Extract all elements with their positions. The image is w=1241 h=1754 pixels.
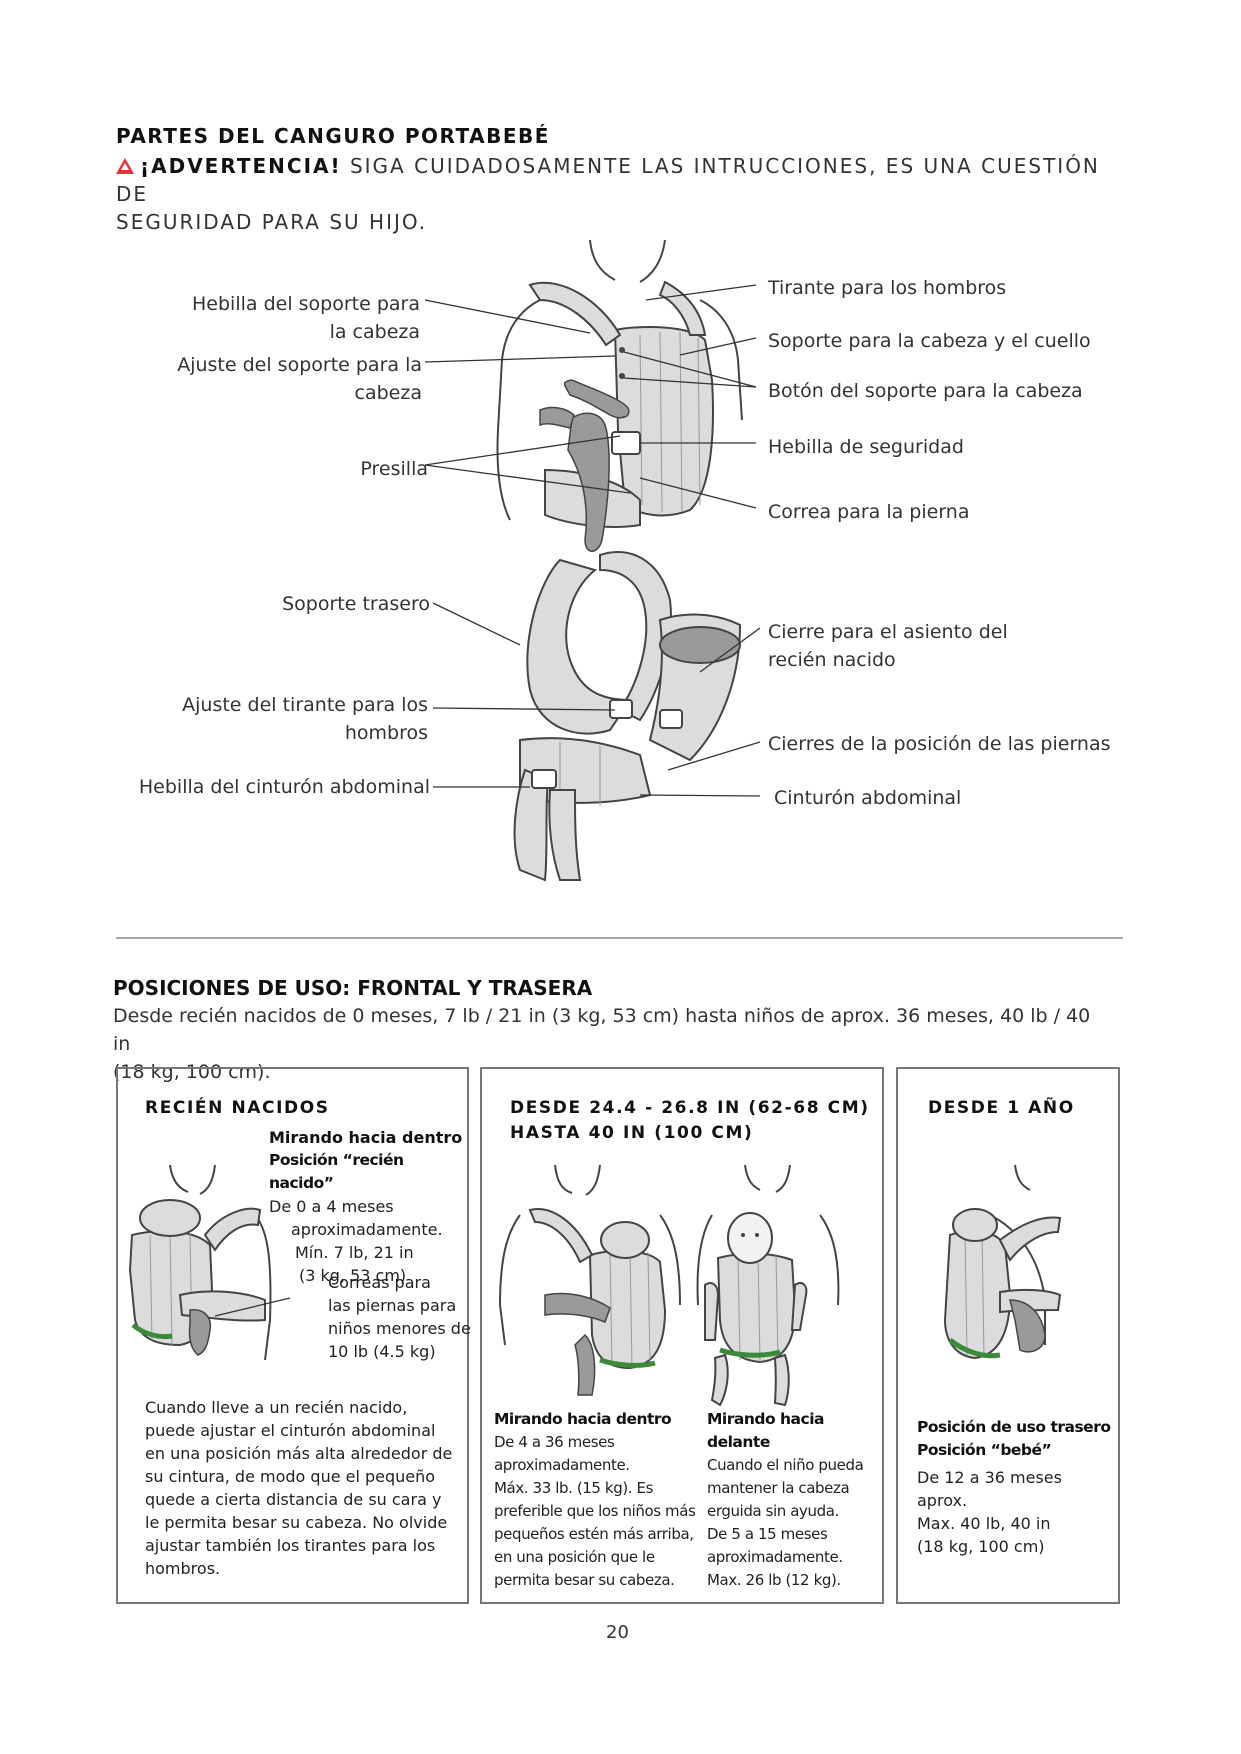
label-head-adjust: Ajuste del soporte para la cabeza <box>177 354 422 404</box>
newborn-legstraps: Correas para las piernas para niños meno… <box>328 1273 471 1361</box>
label-shoulder-strap: Tirante para los hombros <box>768 277 1007 299</box>
box-newborn-heading: RECIÉN NACIDOS <box>145 1098 330 1118</box>
label-loop: Presilla <box>360 458 428 480</box>
label-newborn-seat: Cierre para el asiento del recién nacido <box>768 621 1008 671</box>
parts-title: PARTES DEL CANGURO PORTABEBÉ <box>116 124 550 148</box>
label-back-support: Soporte trasero <box>282 593 430 615</box>
label-waist-buckle: Hebilla del cinturón abdominal <box>138 776 430 798</box>
year-info: Posición de uso trasero Posición “bebé” … <box>917 1418 1111 1556</box>
box-middle <box>480 1067 884 1604</box>
positions-title: POSICIONES DE USO: FRONTAL Y TRASERA <box>113 976 593 1000</box>
middle-inward: Mirando hacia dentro De 4 a 36 meses apr… <box>494 1410 696 1589</box>
label-safety-buckle: Hebilla de seguridad <box>768 436 964 458</box>
newborn-facing: Mirando hacia dentro <box>269 1128 463 1147</box>
label-shoulder-adjust: Ajuste del tirante para los hombros <box>182 694 428 744</box>
warning-strong: ¡ADVERTENCIA! <box>140 154 342 178</box>
label-leg-position: Cierres de la posición de las piernas <box>768 733 1111 755</box>
newborn-note: Cuando lleve a un recién nacido, puede a… <box>145 1398 453 1578</box>
box-year <box>896 1067 1120 1604</box>
newborn-position: Posición “recién nacido” <box>269 1151 404 1192</box>
box-newborn <box>116 1067 469 1604</box>
box-newborn-info: Mirando hacia dentro Posición “recién na… <box>269 1126 469 1287</box>
warning-block: ¡ADVERTENCIA! SIGA CUIDADOSAMENTE LAS IN… <box>116 152 1116 236</box>
label-head-neck-support: Soporte para la cabeza y el cuello <box>768 330 1091 352</box>
positions-subtitle: Desde recién nacidos de 0 meses, 7 lb / … <box>113 1005 1091 1083</box>
box-middle-heading: DESDE 24.4 - 26.8 IN (62-68 CM) HASTA 40… <box>510 1098 870 1143</box>
box-year-heading: DESDE 1 AÑO <box>928 1098 1075 1118</box>
label-leg-strap: Correa para la pierna <box>768 501 970 523</box>
warning-triangle-icon <box>116 158 134 174</box>
warning-text-1: SIGA CUIDADOSAMENTE LAS INTRUCCIONES, ES… <box>116 154 1100 206</box>
label-head-button: Botón del soporte para la cabeza <box>768 380 1083 402</box>
label-head-buckle: Hebilla del soporte para la cabeza <box>192 293 420 343</box>
warning-text-2: SEGURIDAD PARA SU HIJO. <box>116 210 428 234</box>
label-waist-belt: Cinturón abdominal <box>774 787 962 809</box>
middle-outward: Mirando hacia delante Cuando el niño pue… <box>707 1410 864 1589</box>
page-number: 20 <box>606 1622 629 1643</box>
